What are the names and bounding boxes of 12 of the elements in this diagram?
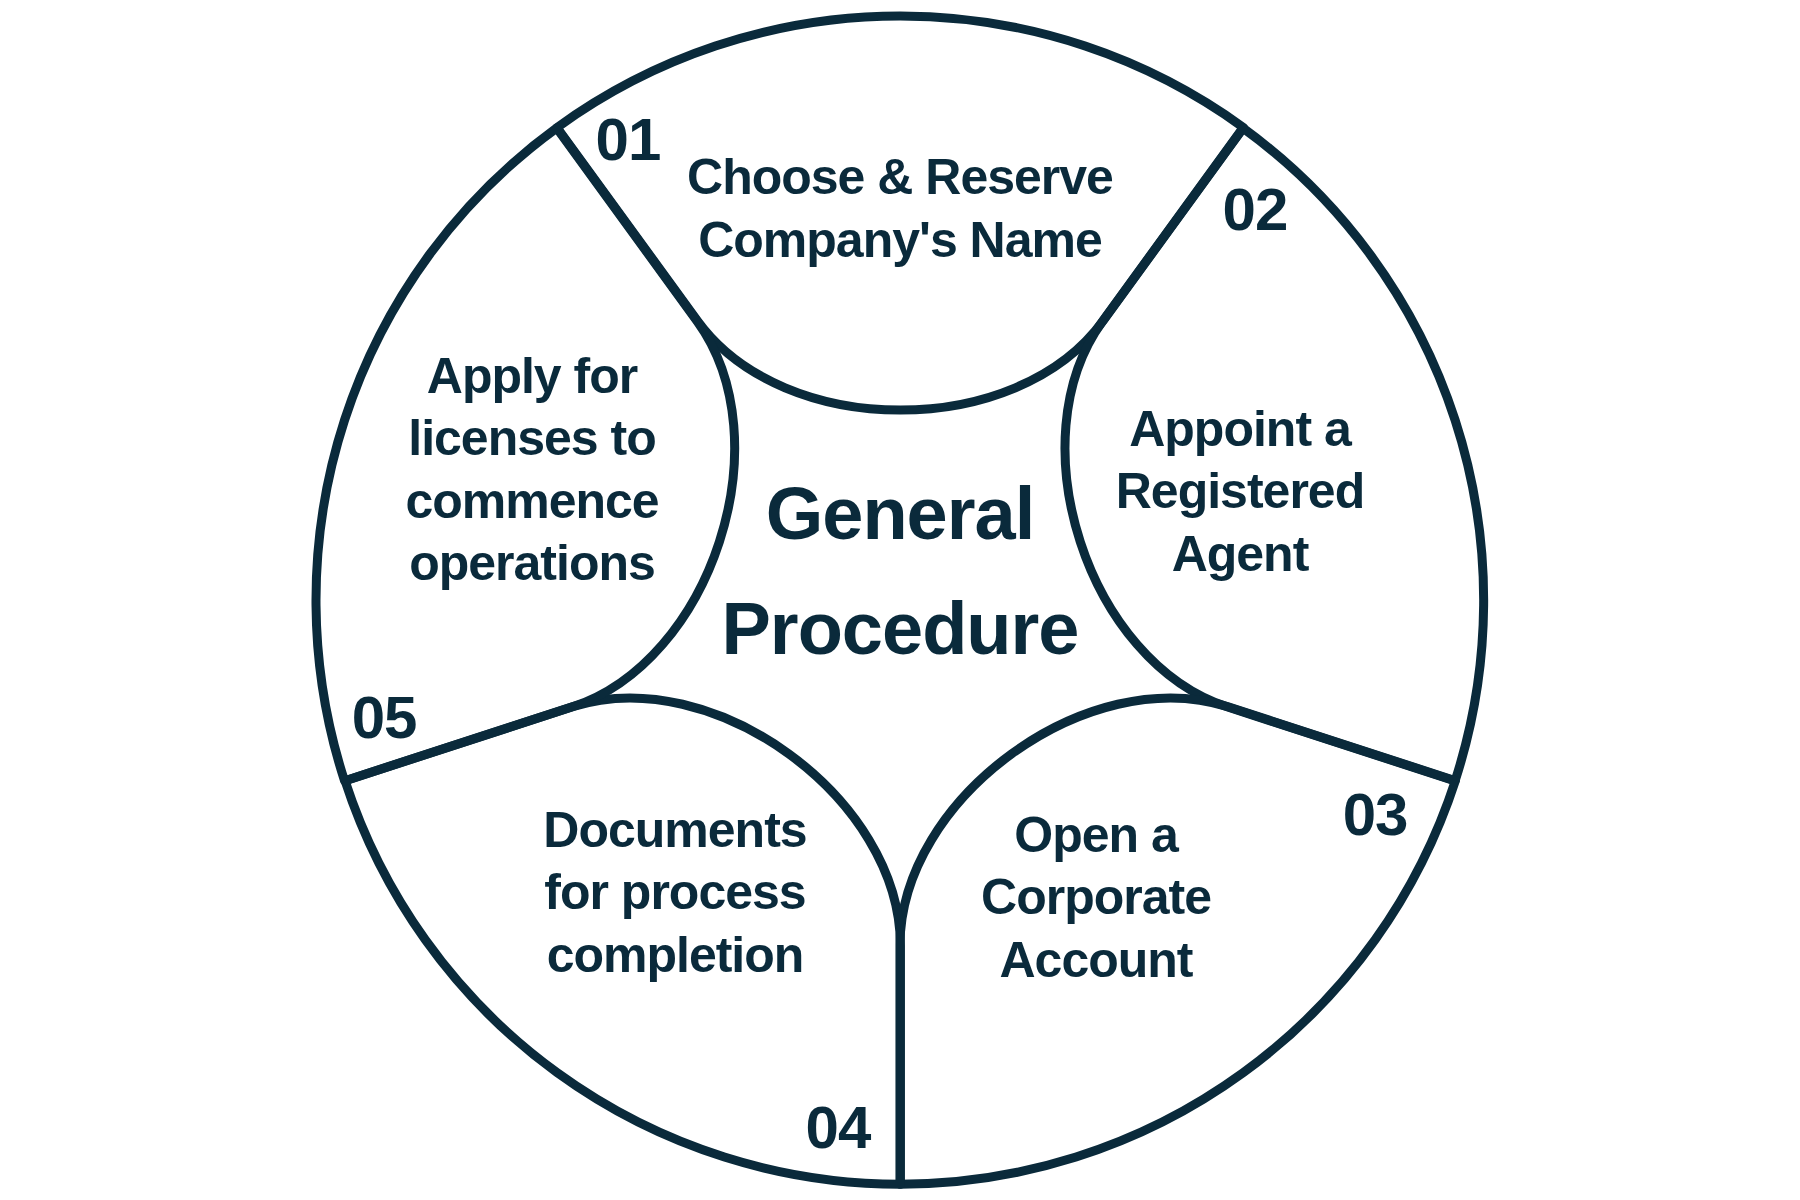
diagram-title: General Procedure	[720, 471, 1080, 672]
step-label: Choose & Reserve Company's Name	[686, 147, 1114, 269]
step-label: Open a Corporate Account	[980, 806, 1212, 991]
step-number: 03	[1342, 785, 1408, 845]
step-number: 05	[351, 688, 417, 748]
step-number: 01	[595, 110, 661, 170]
step-number: 04	[805, 1098, 871, 1158]
step-number: 02	[1222, 180, 1288, 240]
step-label: Appoint a Registered Agent	[1114, 400, 1366, 585]
step-label: Apply for licenses to commence operations	[404, 347, 660, 594]
circle-segment	[339, 692, 905, 1189]
step-label: Documents for process completion	[542, 801, 808, 986]
